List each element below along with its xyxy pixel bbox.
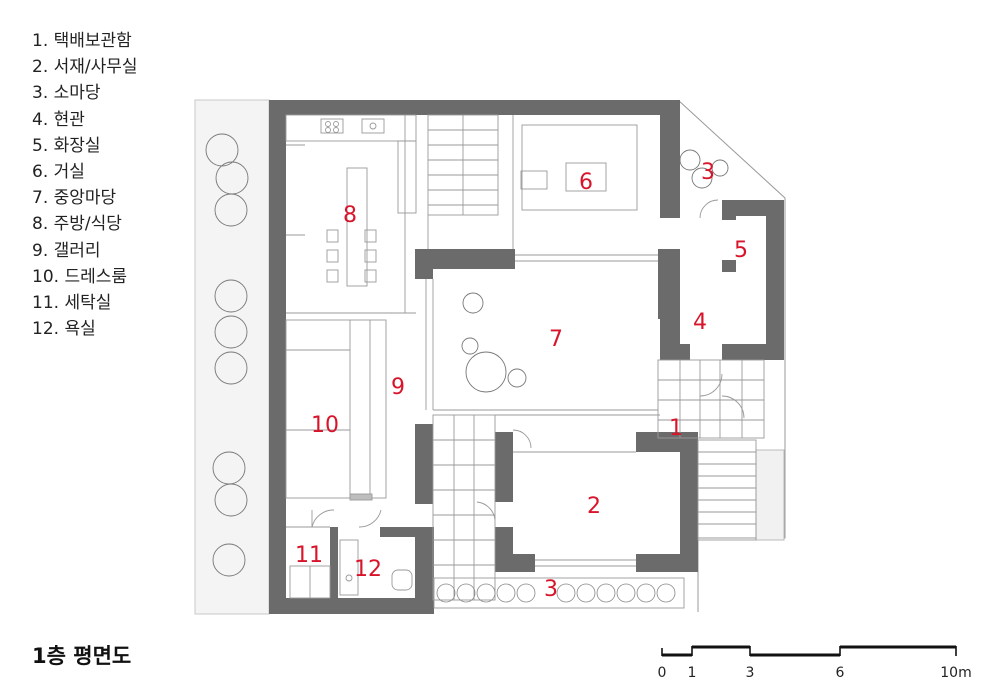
room-legend: 1. 택배보관함 2. 서재/사무실 3. 소마당 4. 현관 5. 화장실 6… [32,28,138,342]
walls [269,100,784,614]
room-number-3: 3 [701,160,715,185]
room-number-3-south: 3 [544,577,558,602]
room-number-12: 12 [354,557,382,582]
plan-title: 1층 평면도 [32,644,132,668]
room-number-7: 7 [549,327,563,352]
legend-item: 3. 소마당 [32,83,101,104]
room-number-2: 2 [587,494,601,519]
planters [436,583,676,603]
legend-item: 6. 거실 [32,162,85,183]
scale-label-10m: 10m [940,665,971,681]
legend-item: 2. 서재/사무실 [32,57,138,78]
scale-bar: 0 1 3 6 10m [658,645,972,681]
scale-label-6: 6 [836,665,845,681]
room-number-1: 1 [669,416,683,441]
room-labels: 1 2 3 4 5 6 7 8 9 10 11 12 3 [295,160,748,602]
legend-item: 7. 중앙마당 [32,188,117,209]
site-strip [194,99,270,615]
trees [205,133,729,577]
interior-lines [285,114,765,609]
room-number-4: 4 [693,310,707,335]
room-number-9: 9 [391,375,405,400]
legend-item: 11. 세탁실 [32,293,112,314]
room-number-6: 6 [579,170,593,195]
scale-label-3: 3 [746,665,755,681]
scale-label-0: 0 [658,665,667,681]
legend-item: 1. 택배보관함 [32,31,132,51]
room-number-11: 11 [295,543,323,568]
room-number-10: 10 [311,413,339,438]
room-number-5: 5 [734,238,748,263]
room-number-8: 8 [343,203,357,228]
legend-item: 9. 갤러리 [32,240,101,261]
legend-item: 8. 주방/식당 [32,214,122,235]
legend-item: 10. 드레스룸 [32,266,127,287]
legend-item: 5. 화장실 [32,135,101,156]
scale-label-1: 1 [688,665,697,681]
legend-item: 12. 욕실 [32,319,96,340]
legend-item: 4. 현관 [32,109,85,130]
